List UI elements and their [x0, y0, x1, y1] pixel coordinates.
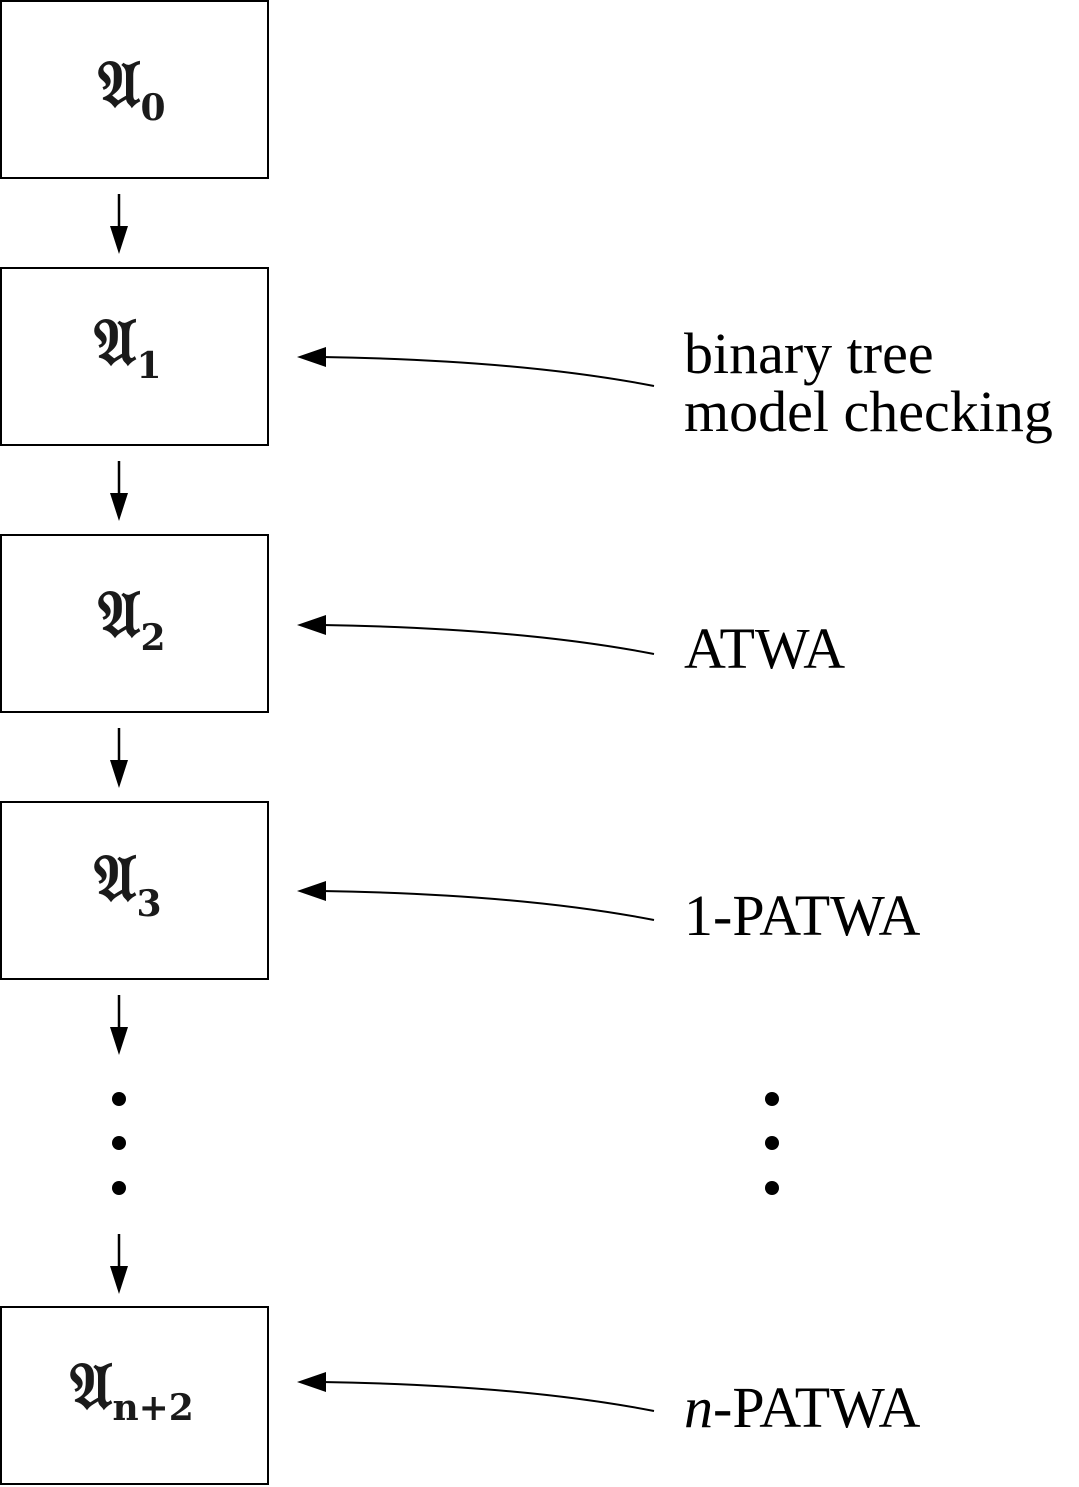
automaton-symbol-1: 𝔄 — [94, 305, 137, 380]
automaton-box-3: 𝔄3 — [0, 801, 269, 980]
automaton-symbol-0: 𝔄 — [98, 47, 141, 122]
automaton-subscript-1: 1 — [136, 345, 161, 387]
vertical-ellipsis-left — [112, 1092, 126, 1195]
curved-arrow-an2 — [297, 1372, 655, 1412]
label-binary-tree: binary tree — [684, 321, 934, 386]
automaton-symbol-2: 𝔄 — [98, 577, 141, 652]
down-arrow-1 — [110, 194, 128, 254]
svg-text:𝔄2: 𝔄2 — [98, 577, 166, 659]
label-atwa: ATWA — [684, 616, 845, 681]
automaton-symbol-n-plus-2: 𝔄 — [70, 1349, 113, 1424]
label-model-checking: model checking — [684, 379, 1053, 444]
vertical-ellipsis-right — [765, 1092, 779, 1195]
down-arrow-2 — [110, 461, 128, 521]
automaton-subscript-2: 2 — [140, 617, 165, 659]
label-n-patwa: n-PATWA — [684, 1375, 920, 1440]
automaton-box-1: 𝔄1 — [0, 267, 269, 446]
automaton-subscript-3: 3 — [136, 883, 161, 925]
automaton-subscript-0: 0 — [140, 87, 165, 129]
svg-text:𝔄n+2: 𝔄n+2 — [70, 1349, 194, 1429]
label-1-patwa: 1-PATWA — [684, 883, 920, 948]
automaton-symbol-3: 𝔄 — [94, 841, 137, 916]
automaton-subscript-n-plus-2: n+2 — [112, 1387, 193, 1429]
automaton-box-2: 𝔄2 — [0, 534, 269, 713]
down-arrow-4 — [110, 995, 128, 1055]
svg-text:𝔄1: 𝔄1 — [94, 305, 162, 387]
curved-arrow-a2 — [297, 615, 655, 655]
down-arrow-3 — [110, 728, 128, 788]
automaton-box-0: 𝔄0 — [0, 0, 269, 179]
curved-arrow-a3 — [297, 881, 655, 921]
svg-text:𝔄3: 𝔄3 — [94, 841, 162, 925]
down-arrow-5 — [110, 1234, 128, 1294]
label-n-variable: n — [684, 1375, 713, 1440]
label-n-patwa-rest: -PATWA — [713, 1375, 920, 1440]
svg-text:𝔄0: 𝔄0 — [98, 47, 166, 129]
automaton-box-n-plus-2: 𝔄n+2 — [0, 1306, 269, 1485]
curved-arrow-a1 — [297, 347, 655, 387]
